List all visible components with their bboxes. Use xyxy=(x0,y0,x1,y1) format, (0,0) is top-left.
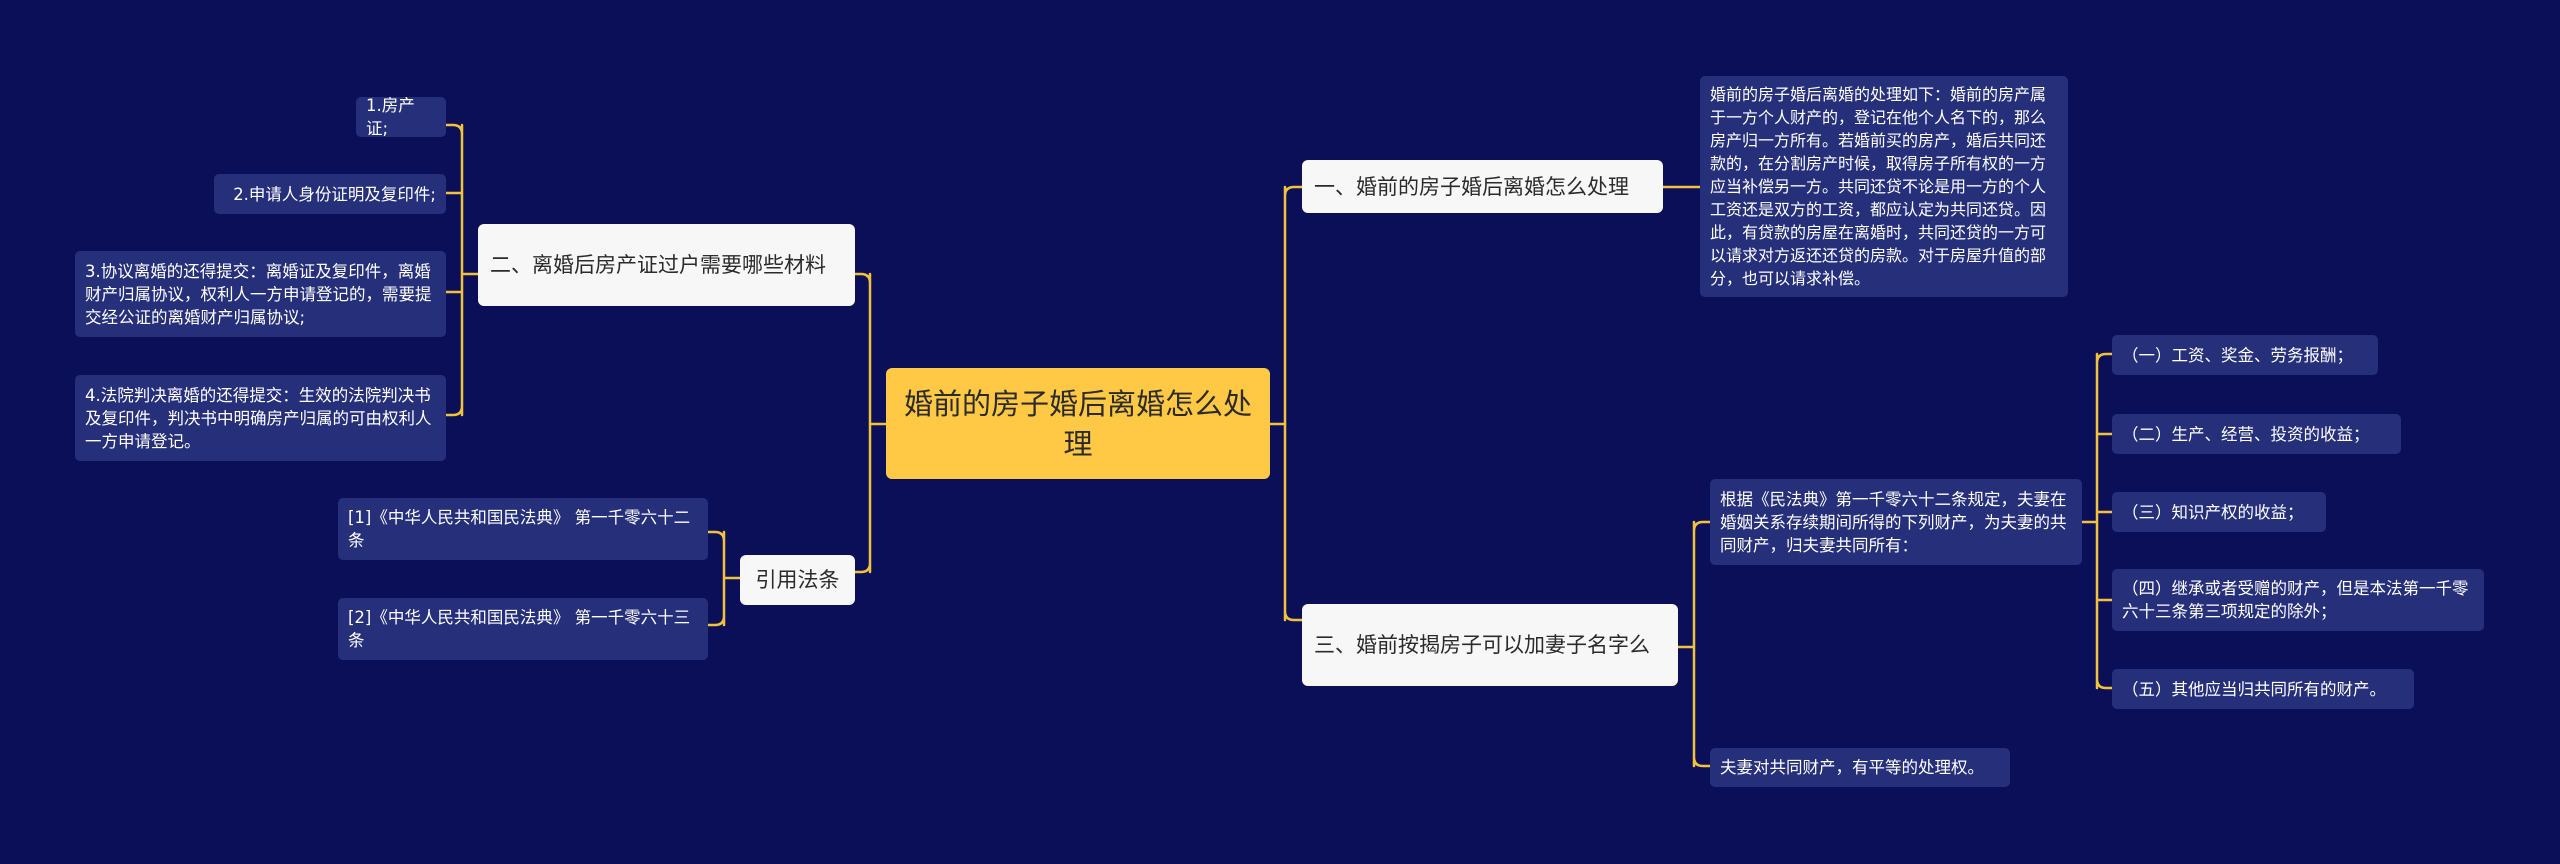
link-right-trunk xyxy=(1283,185,1304,622)
link-b4-items xyxy=(706,530,742,627)
branch-b1-label: 一、婚前的房子婚后离婚怎么处理 xyxy=(1314,174,1629,199)
sub1-item-1-text: （一）工资、奖金、劳务报酬； xyxy=(2122,345,2353,365)
b3-sub-2[interactable]: 夫妻对共同财产，有平等的处理权。 xyxy=(1710,748,2010,787)
link-b3-subs xyxy=(1676,520,1712,768)
root-node[interactable]: 婚前的房子婚后离婚怎么处理 xyxy=(886,368,1270,479)
branch-b2-label: 二、离婚后房产证过户需要哪些材料 xyxy=(490,253,826,277)
b2-item-2[interactable]: 2.申请人身份证明及复印件; xyxy=(214,174,446,214)
b2-item-3[interactable]: 3.协议离婚的还得提交：离婚证及复印件，离婚财产归属协议，权利人一方申请登记的，… xyxy=(75,251,446,337)
b2-item-2-text: 2.申请人身份证明及复印件; xyxy=(233,184,436,204)
branch-b1[interactable]: 一、婚前的房子婚后离婚怎么处理 xyxy=(1302,160,1663,213)
root-label: 婚前的房子婚后离婚怎么处理 xyxy=(904,386,1253,461)
branch-b3-label: 三、婚前按揭房子可以加妻子名字么 xyxy=(1314,633,1650,657)
b2-item-4[interactable]: 4.法院判决离婚的还得提交：生效的法院判决书及复印件，判决书中明确房产归属的可由… xyxy=(75,375,446,461)
sub1-item-5-text: （五）其他应当归共同所有的财产。 xyxy=(2122,679,2386,699)
b3-sub-1[interactable]: 根据《民法典》第一千零六十二条规定，夫妻在婚姻关系存续期间所得的下列财产，为夫妻… xyxy=(1710,479,2082,565)
sub1-item-1[interactable]: （一）工资、奖金、劳务报酬； xyxy=(2112,335,2378,375)
sub1-item-3-text: （三）知识产权的收益； xyxy=(2122,502,2304,522)
link-left-trunk xyxy=(853,272,872,574)
b3-sub-1-text: 根据《民法典》第一千零六十二条规定，夫妻在婚姻关系存续期间所得的下列财产，为夫妻… xyxy=(1720,489,2067,555)
sub1-item-2-text: （二）生产、经营、投资的收益； xyxy=(2122,424,2370,444)
branch-b4-label: 引用法条 xyxy=(755,568,840,592)
branch-b4[interactable]: 引用法条 xyxy=(740,555,855,605)
b2-item-4-text: 4.法院判决离婚的还得提交：生效的法院判决书及复印件，判决书中明确房产归属的可由… xyxy=(85,385,432,451)
b2-item-1[interactable]: 1.房产证; xyxy=(356,96,446,138)
sub1-item-2[interactable]: （二）生产、经营、投资的收益； xyxy=(2112,414,2401,454)
link-b2-items xyxy=(444,123,480,417)
b1-detail[interactable]: 婚前的房子婚后离婚的处理如下：婚前的房产属于一方个人财产的，登记在他个人名下的，… xyxy=(1700,76,2068,297)
sub1-item-3[interactable]: （三）知识产权的收益； xyxy=(2112,492,2326,532)
branch-b3[interactable]: 三、婚前按揭房子可以加妻子名字么 xyxy=(1302,604,1678,686)
b4-item-2[interactable]: [2]《中华人民共和国民法典》 第一千零六十三条 xyxy=(338,598,708,660)
b4-item-1[interactable]: [1]《中华人民共和国民法典》 第一千零六十二条 xyxy=(338,498,708,560)
b4-item-2-text: [2]《中华人民共和国民法典》 第一千零六十三条 xyxy=(348,608,691,650)
b1-detail-text: 婚前的房子婚后离婚的处理如下：婚前的房产属于一方个人财产的，登记在他个人名下的，… xyxy=(1710,85,2047,288)
link-sub1-items xyxy=(2080,352,2114,690)
b2-item-3-text: 3.协议离婚的还得提交：离婚证及复印件，离婚财产归属协议，权利人一方申请登记的，… xyxy=(85,261,432,327)
b4-item-1-text: [1]《中华人民共和国民法典》 第一千零六十二条 xyxy=(348,508,691,550)
branch-b2[interactable]: 二、离婚后房产证过户需要哪些材料 xyxy=(478,224,855,306)
sub1-item-4[interactable]: （四）继承或者受赠的财产，但是本法第一千零六十三条第三项规定的除外； xyxy=(2112,569,2484,631)
b3-sub-2-text: 夫妻对共同财产，有平等的处理权。 xyxy=(1720,758,1984,777)
b2-item-1-text: 1.房产证; xyxy=(366,96,415,138)
sub1-item-5[interactable]: （五）其他应当归共同所有的财产。 xyxy=(2112,669,2414,709)
sub1-item-4-text: （四）继承或者受赠的财产，但是本法第一千零六十三条第三项规定的除外； xyxy=(2122,579,2469,621)
